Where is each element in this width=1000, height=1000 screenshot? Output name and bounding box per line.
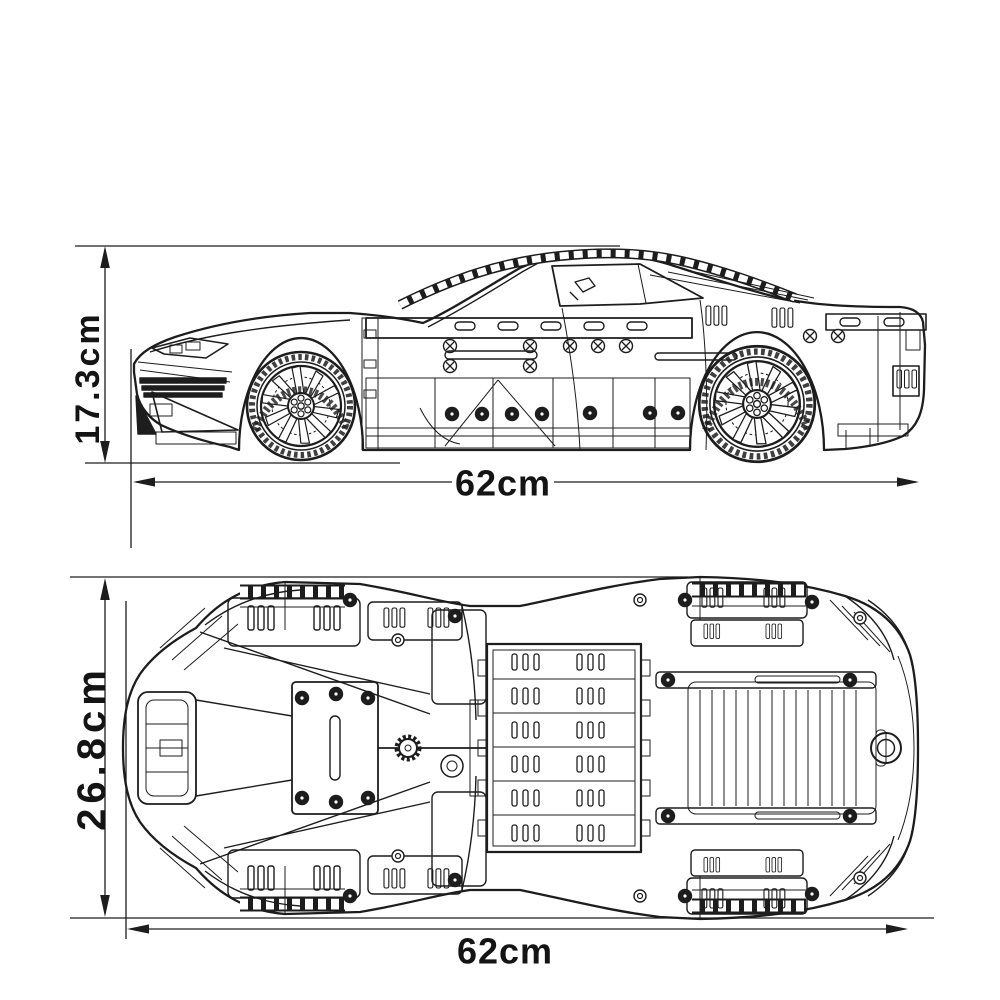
front-wheel — [247, 352, 355, 460]
gear-icon — [394, 734, 422, 762]
top-width-label: 26.8cm — [70, 665, 114, 831]
side-mirror — [569, 277, 596, 301]
length-dimension-arrow-bottom — [127, 924, 908, 934]
side-length-label: 62cm — [455, 463, 551, 504]
width-dimension-arrow — [100, 578, 110, 917]
height-dimension-arrow — [100, 246, 110, 463]
top-view-drawing — [123, 577, 918, 919]
engine-cover — [477, 642, 651, 854]
top-view-center-structure — [137, 642, 915, 854]
side-view-dimensions: 17.3cm 62cm — [69, 245, 919, 548]
headlight — [151, 337, 229, 359]
top-length-label: 62cm — [457, 931, 553, 972]
rear-deck — [655, 671, 902, 825]
rear-wheel — [699, 346, 815, 462]
length-dimension-arrow — [133, 477, 919, 487]
side-view-drawing — [132, 248, 927, 462]
top-view-dimensions: 26.8cm 62cm — [70, 576, 934, 972]
side-height-label: 17.3cm — [69, 311, 107, 444]
